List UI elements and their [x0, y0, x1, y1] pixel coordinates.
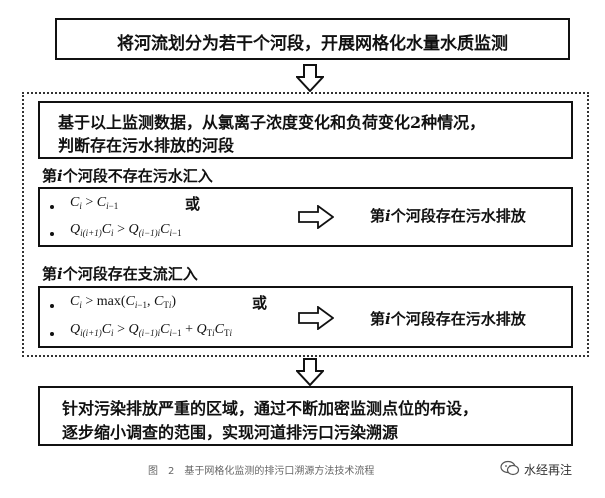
- case2-title: 第i个河段存在支流汇入: [42, 265, 198, 283]
- case2-or-label: 或: [252, 294, 268, 312]
- bottom-step-box: 针对污染排放严重的区域，通过不断加密监测点位的布设， 逐步缩小调查的范围，实现河…: [38, 386, 573, 446]
- bullet: [50, 232, 54, 236]
- down-arrow-icon: [296, 64, 324, 92]
- case1-result: 第i个河段存在污水排放: [370, 207, 526, 225]
- watermark-logo: [500, 458, 520, 478]
- top-step-box: 将河流划分为若干个河段，开展网格化水量水质监测: [55, 18, 570, 60]
- case1-title: 第i个河段不存在污水汇入: [42, 167, 213, 185]
- analysis-header-box: 基于以上监测数据，从氯离子浓度变化和负荷变化2种情况， 判断存在污水排放的河段: [38, 101, 573, 159]
- down-arrow-icon: [296, 358, 324, 386]
- wechat-icon: [500, 460, 520, 476]
- case1-formula1: Ci > Ci−1: [70, 195, 119, 211]
- case1-box: Ci > Ci−1 或 Qi(i+1)Ci > Q(i−1)iCi−1 第i个河…: [38, 187, 573, 247]
- figure-caption: 图 2 基于网格化监测的排污口溯源方法技术流程: [148, 466, 375, 477]
- right-arrow-icon: [298, 205, 334, 229]
- top-step-text: 将河流划分为若干个河段，开展网格化水量水质监测: [117, 34, 508, 54]
- analysis-header-line1: 基于以上监测数据，从氯离子浓度变化和负荷变化2种情况，: [58, 113, 486, 132]
- analysis-header-line2: 判断存在污水排放的河段: [58, 136, 235, 155]
- analysis-container: [22, 92, 589, 357]
- bottom-step-line2: 逐步缩小调查的范围，实现河道排污口污染溯源: [62, 423, 399, 442]
- bullet: [50, 304, 54, 308]
- bullet: [50, 332, 54, 336]
- watermark-text: 水经再注: [524, 463, 573, 477]
- case1-formula2: Qi(i+1)Ci > Q(i−1)iCi−1: [70, 222, 182, 238]
- case2-formula2: Qi(i+1)Ci > Q(i−1)iCi−1 + QTiCTi: [70, 322, 233, 338]
- bullet: [50, 205, 54, 209]
- case2-result: 第i个河段存在污水排放: [370, 310, 526, 328]
- case2-formula1: Ci > max(Ci−1, CTi): [70, 294, 176, 310]
- bottom-step-line1: 针对污染排放严重的区域，通过不断加密监测点位的布设，: [62, 399, 479, 418]
- case1-or-label: 或: [185, 195, 201, 213]
- right-arrow-icon: [298, 306, 334, 330]
- case2-box: Ci > max(Ci−1, CTi) 或 Qi(i+1)Ci > Q(i−1)…: [38, 286, 573, 348]
